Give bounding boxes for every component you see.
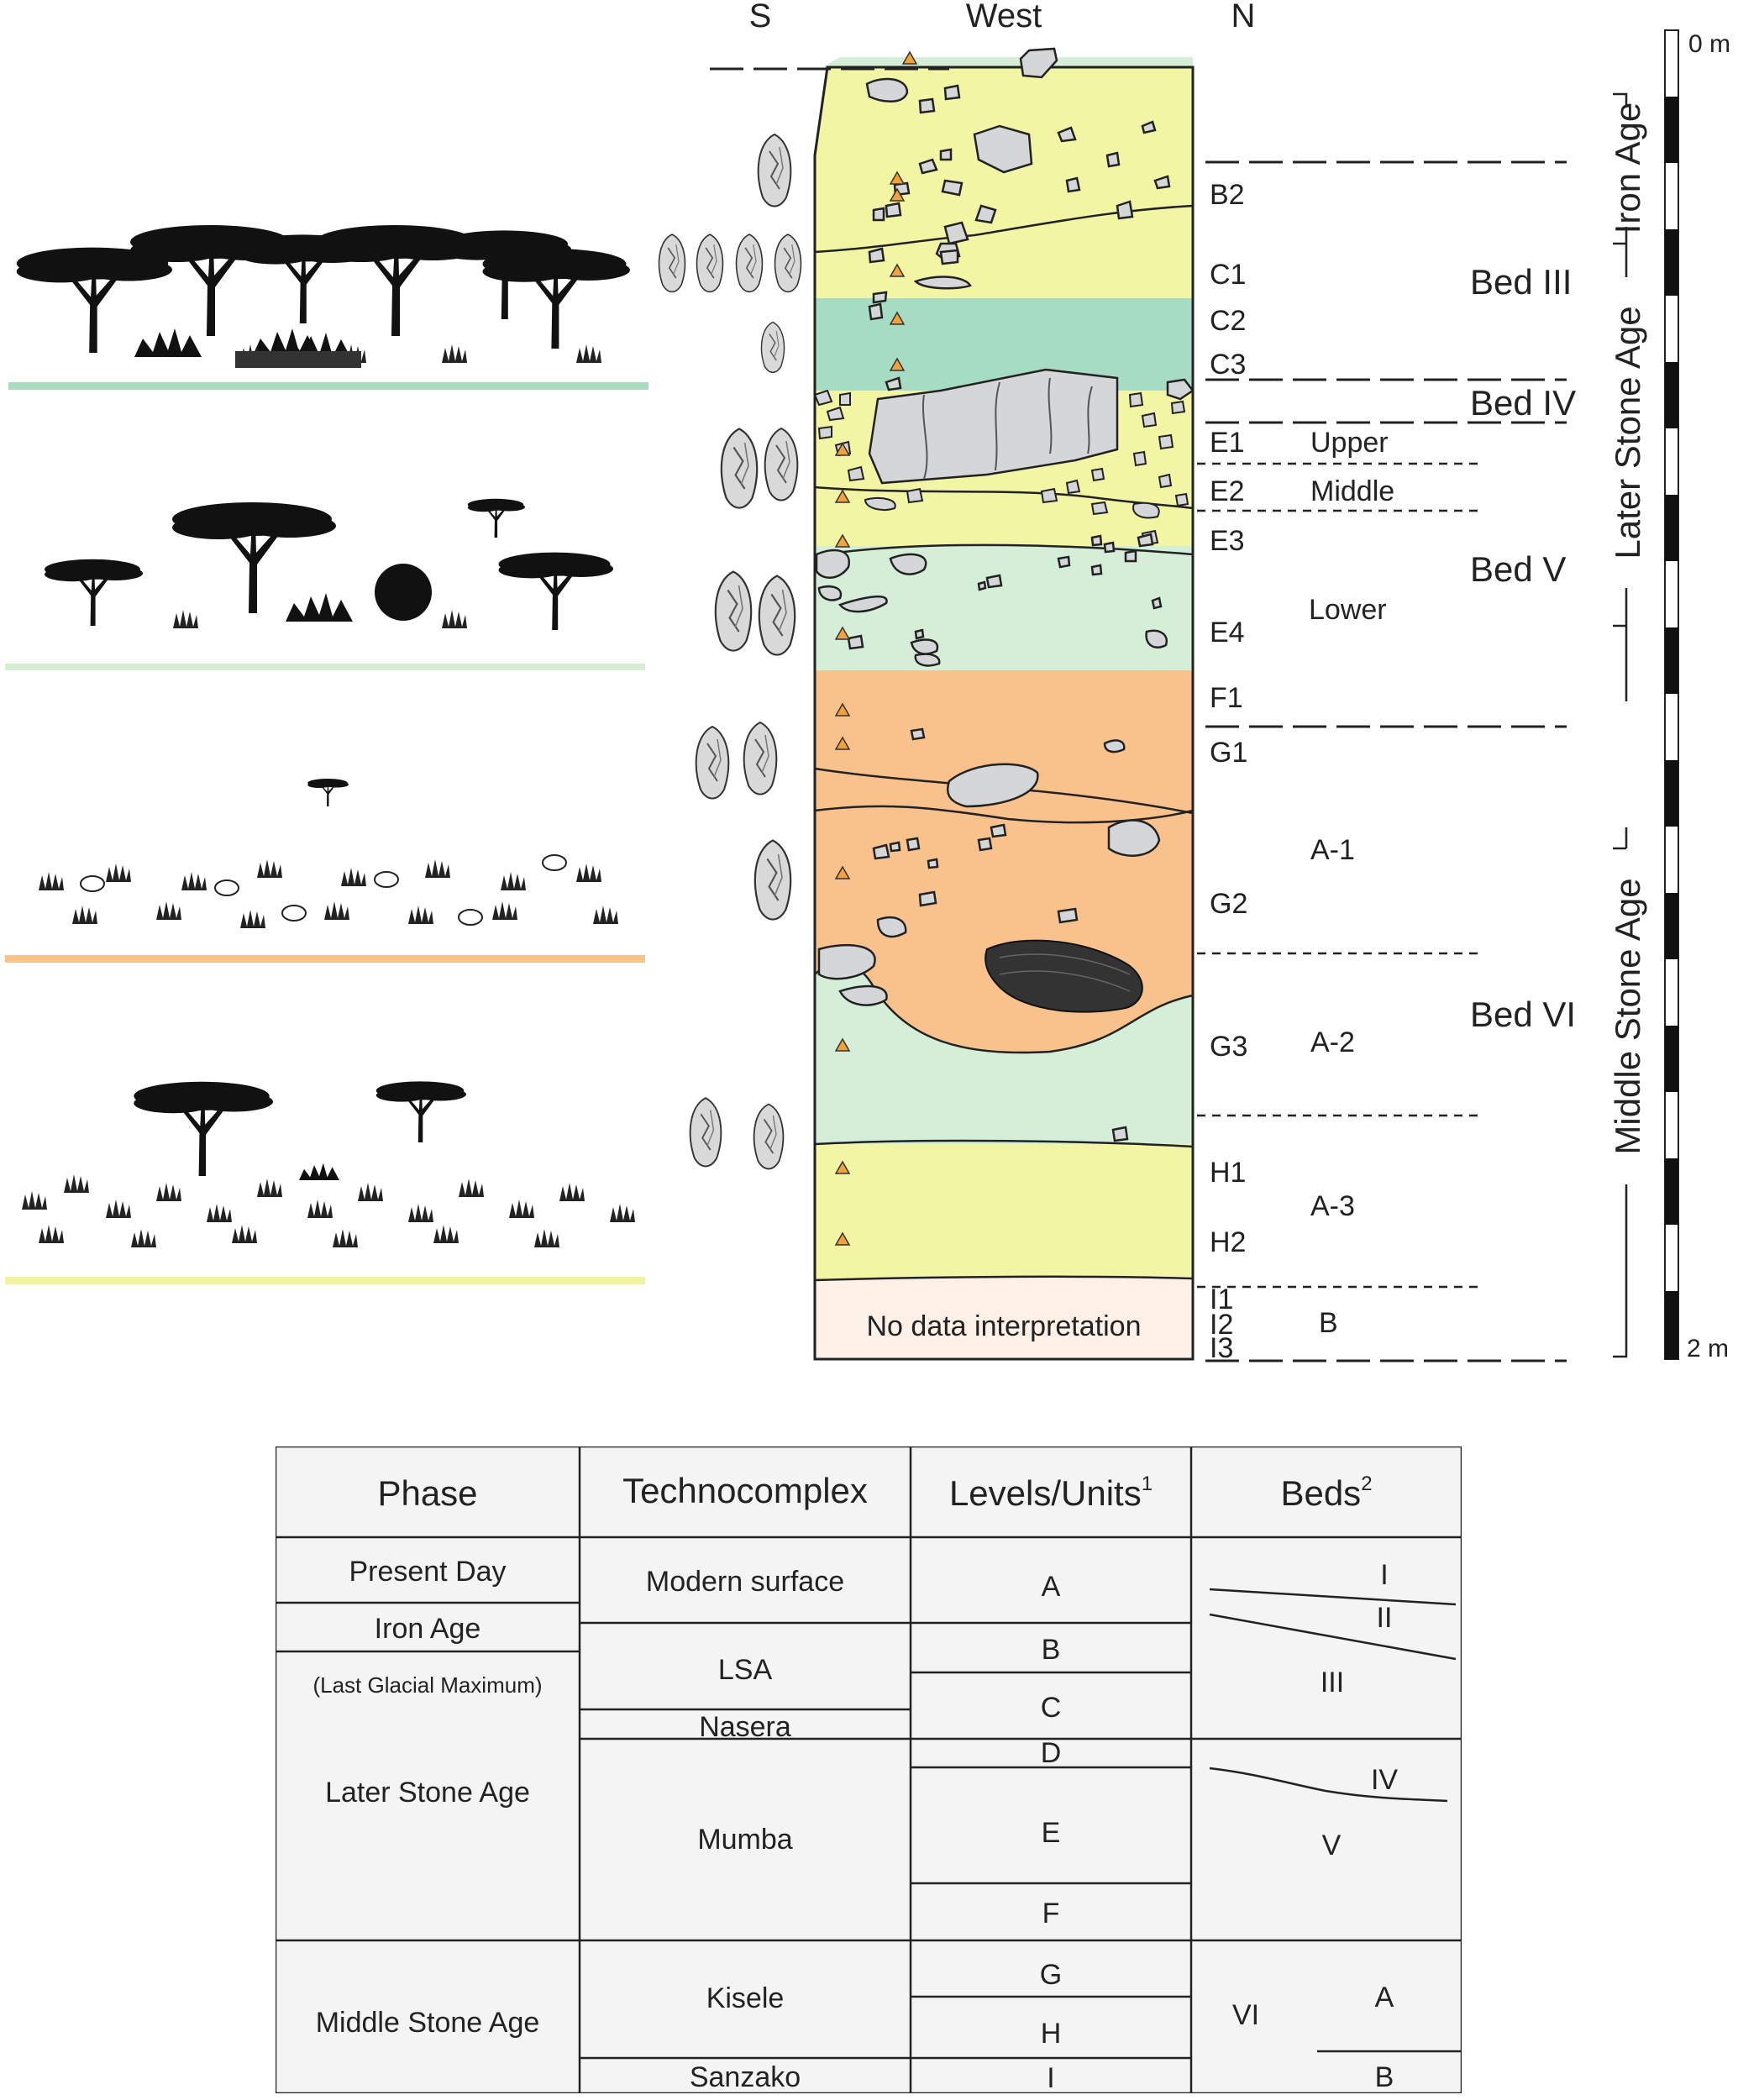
- unit-cell: D: [1041, 1737, 1062, 1769]
- bed-label: Bed IV: [1470, 383, 1576, 423]
- level-label: G2: [1210, 888, 1247, 920]
- sub-unit-label: A-2: [1310, 1026, 1355, 1058]
- header-levels-text: Levels/Units: [949, 1473, 1142, 1513]
- age-bracket: [1613, 92, 1628, 1358]
- level-labels: B2 C1 C2 C3 E1 E2 E3 E4 F1 G1 G2 G3 H1 H…: [1210, 179, 1247, 1364]
- level-label: H2: [1210, 1226, 1246, 1258]
- sub-unit-label: A-1: [1310, 834, 1355, 866]
- sub-unit-label: A-3: [1310, 1190, 1355, 1222]
- layer-yellow-lower: [815, 1144, 1193, 1280]
- header-beds-sup: 2: [1361, 1473, 1372, 1495]
- level-label: E1: [1210, 427, 1245, 459]
- level-label: C1: [1210, 259, 1246, 291]
- unit-cell: H: [1041, 2018, 1062, 2050]
- sub-unit-labels: Upper Middle Lower A-1 A-2 A-3 B: [1309, 427, 1394, 1339]
- phase-cell: Present Day: [349, 1556, 506, 1588]
- boundary-lines: [1197, 160, 1567, 1362]
- bed-cell: IV: [1371, 1764, 1398, 1796]
- bed-label: Bed V: [1470, 549, 1566, 589]
- sub-unit-label: Upper: [1310, 427, 1389, 459]
- phase-cell: Iron Age: [375, 1613, 481, 1645]
- header-beds: Beds2: [1280, 1473, 1372, 1513]
- stratigraphy-figure: S West N: [5, 0, 1730, 1364]
- sub-unit-label: Lower: [1309, 594, 1387, 626]
- level-label: F1: [1210, 682, 1243, 714]
- level-label: I2: [1210, 1309, 1233, 1341]
- level-label: E2: [1210, 475, 1245, 507]
- phase-table: Phase Technocomplex Levels/Units1 Beds2 …: [276, 1446, 1462, 2093]
- header-phase: Phase: [377, 1473, 477, 1513]
- layer-no-data: [815, 1276, 1193, 1359]
- north-label: N: [1231, 0, 1256, 34]
- level-label: I3: [1210, 1332, 1233, 1364]
- technocomplex-cell: Kisele: [706, 1982, 785, 2014]
- sub-unit-label: Middle: [1310, 475, 1394, 507]
- sample-markers: [834, 50, 918, 1246]
- depth-scale-bar: [1664, 29, 1679, 1360]
- stone-tool-illustrations: [658, 134, 802, 1170]
- bed-labels: Bed III Bed IV Bed V Bed VI: [1470, 262, 1576, 1034]
- bed-cell: B: [1375, 2061, 1394, 2093]
- layer-mint-lower: [815, 963, 1193, 1144]
- bed-cell: V: [1322, 1830, 1342, 1861]
- unit-cell: G: [1040, 1959, 1062, 1991]
- bed-cell: II: [1377, 1602, 1393, 1634]
- level-label: H1: [1210, 1157, 1246, 1189]
- level-label: G1: [1210, 737, 1247, 769]
- landscape-savanna-1: [8, 225, 648, 390]
- landscape-savanna-2: [5, 498, 645, 670]
- unit-cell: C: [1041, 1692, 1062, 1724]
- level-label: B2: [1210, 179, 1245, 211]
- technocomplex-cell: Sanzako: [690, 2061, 801, 2093]
- unit-cell: F: [1042, 1898, 1060, 1929]
- bed-cell: III: [1321, 1667, 1344, 1698]
- sub-unit-label: B: [1319, 1307, 1338, 1339]
- scale-bottom-label: 2 m: [1687, 1335, 1729, 1362]
- scale-top-label: 0 m: [1688, 30, 1730, 58]
- header-levels: Levels/Units1: [949, 1473, 1153, 1513]
- layer-yellow-top: [815, 67, 1193, 298]
- level-label: E3: [1210, 525, 1245, 557]
- technocomplex-cell: Mumba: [697, 1824, 792, 1856]
- bed-cell: VI: [1232, 1999, 1259, 2031]
- header-technocomplex: Technocomplex: [622, 1471, 868, 1510]
- technocomplex-cell: LSA: [718, 1654, 773, 1686]
- level-label: I1: [1210, 1284, 1233, 1315]
- header-beds-text: Beds: [1280, 1473, 1361, 1513]
- landscape-grassland: [5, 779, 645, 963]
- technocomplex-cell: Modern surface: [646, 1566, 844, 1598]
- unit-cell: A: [1042, 1571, 1061, 1603]
- header-levels-sup: 1: [1142, 1473, 1153, 1495]
- west-label: West: [966, 0, 1042, 34]
- age-label-iron-age: Iron Age: [1608, 102, 1647, 234]
- charcoal-lens: [985, 939, 1143, 1013]
- south-label: S: [749, 0, 772, 34]
- bed-label: Bed VI: [1470, 995, 1576, 1034]
- no-data-label: No data interpretation: [867, 1310, 1142, 1342]
- unit-cell: E: [1042, 1817, 1061, 1849]
- bed-cell: A: [1375, 1982, 1394, 2013]
- phase-cell: Middle Stone Age: [316, 2007, 540, 2039]
- level-label: C2: [1210, 305, 1246, 337]
- age-label-later-stone-age: Later Stone Age: [1608, 306, 1647, 559]
- bed-label: Bed III: [1470, 262, 1572, 302]
- bed-cell: I: [1380, 1559, 1388, 1591]
- stratigraphic-section: No data interpretation: [710, 47, 1195, 1361]
- level-label: G3: [1210, 1031, 1247, 1063]
- technocomplex-cell: Nasera: [699, 1711, 791, 1743]
- phase-cell: (Last Glacial Maximum): [312, 1672, 542, 1698]
- landscape-wooded-grassland: [5, 1081, 645, 1284]
- age-label-middle-stone-age: Middle Stone Age: [1608, 878, 1647, 1154]
- phase-cell: Later Stone Age: [325, 1777, 530, 1809]
- level-label: E4: [1210, 617, 1245, 648]
- unit-cell: I: [1047, 2062, 1054, 2093]
- unit-cell: B: [1042, 1634, 1061, 1666]
- level-label: C3: [1210, 349, 1246, 381]
